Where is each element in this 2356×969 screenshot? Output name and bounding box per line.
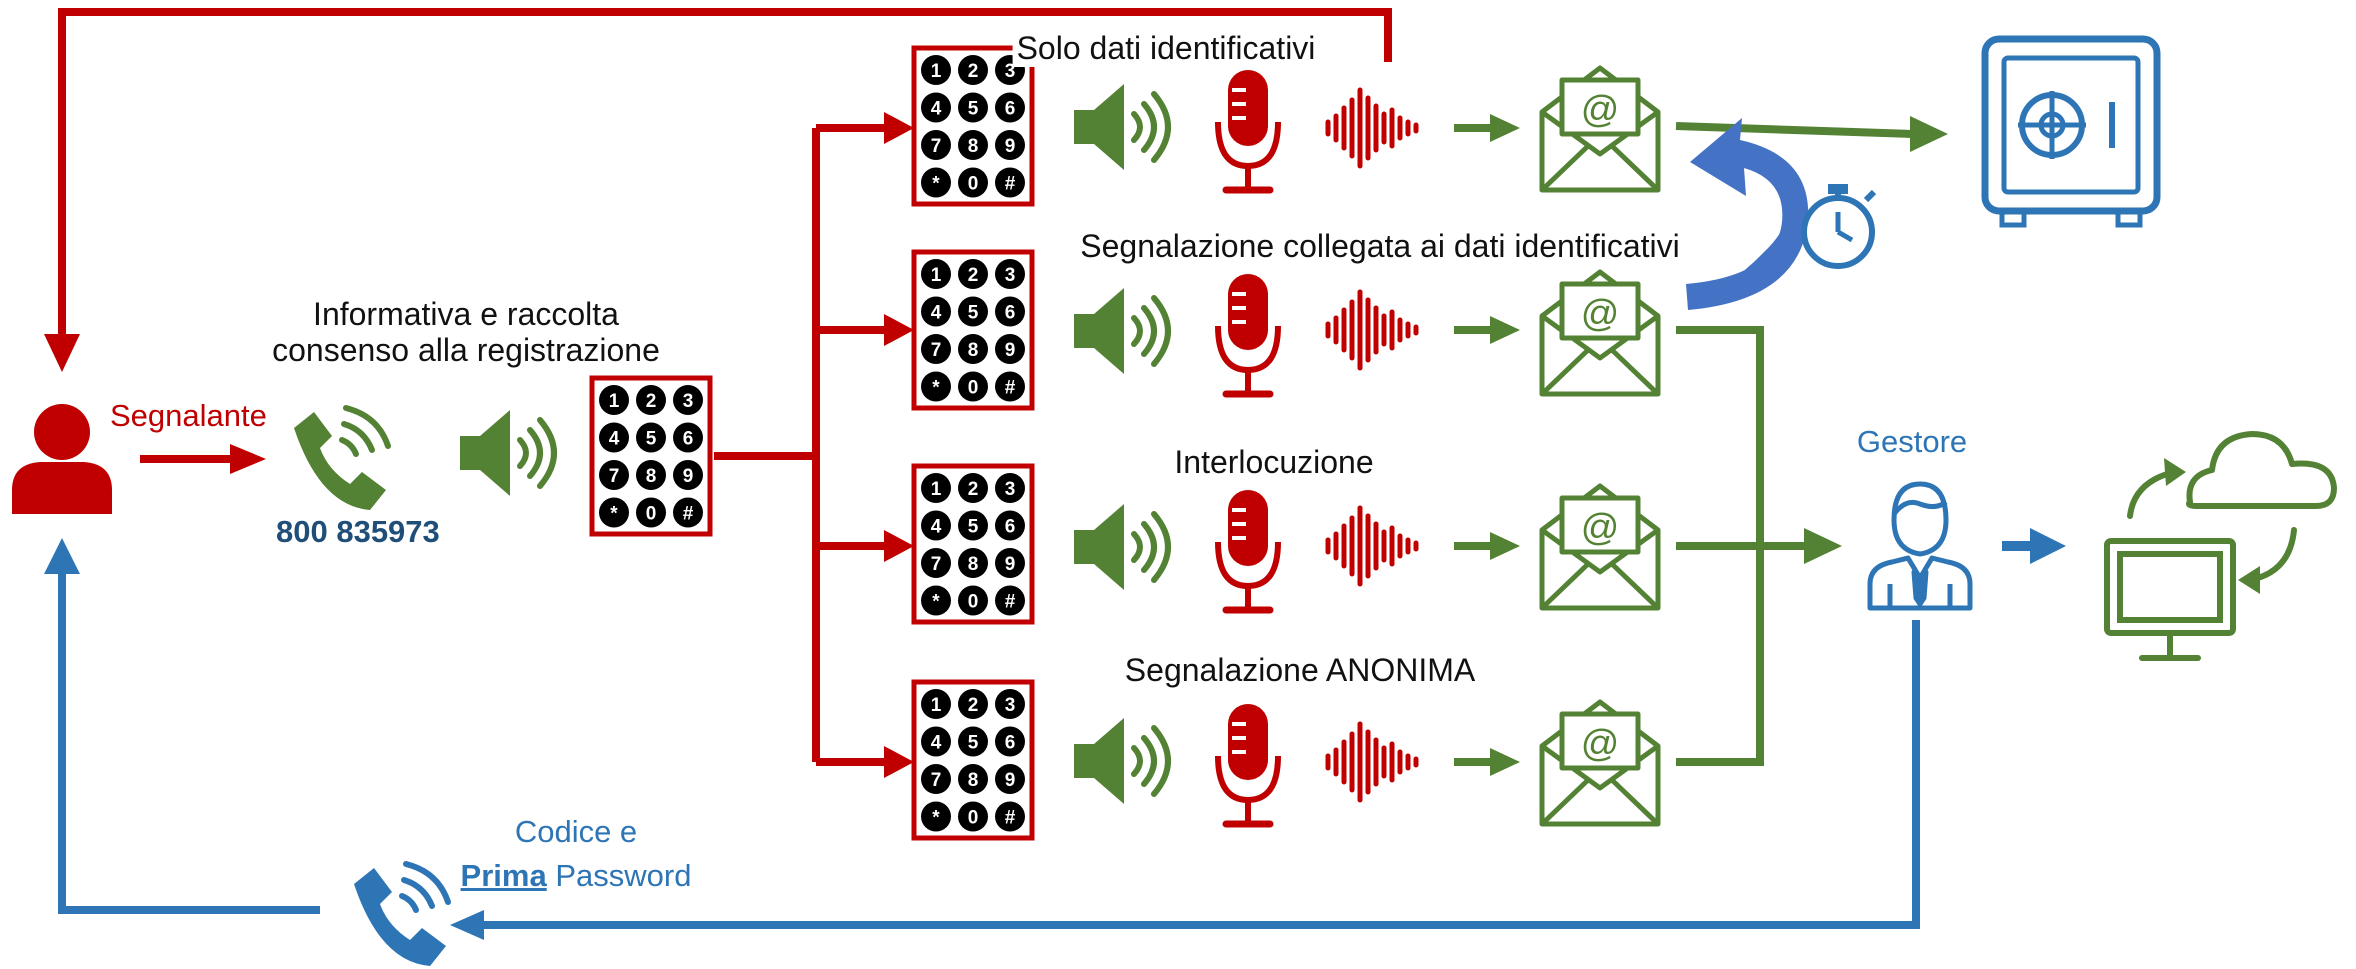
keypad-icon — [914, 466, 1032, 622]
branch2-label: Segnalazione collegata ai dati identific… — [1080, 228, 1680, 264]
arrow-to-safe — [1675, 122, 1913, 138]
email-icon — [1542, 702, 1658, 824]
sound-wave-icon — [1328, 90, 1416, 166]
segnalante-label: Segnalante — [110, 398, 267, 433]
email-icon — [1542, 68, 1658, 190]
phone-icon — [354, 861, 451, 966]
phone-icon — [294, 405, 391, 510]
cloud-sync-icon — [2127, 431, 2337, 594]
microphone-icon — [1218, 490, 1278, 610]
person-icon — [12, 404, 112, 514]
prima-word: Prima — [460, 858, 547, 893]
keypad-icon — [914, 252, 1032, 408]
keypad-icon — [914, 682, 1032, 838]
microphone-icon — [1218, 70, 1278, 190]
bottom-return-arrow-right — [480, 620, 1920, 929]
speaker-icon — [460, 410, 554, 496]
informativa-line2: consenso alla registrazione — [272, 332, 660, 368]
speaker-icon — [1074, 288, 1168, 374]
email-icon — [1542, 272, 1658, 394]
password-word: Password — [555, 858, 692, 893]
manager-icon — [1867, 481, 1973, 611]
speaker-icon — [1074, 718, 1168, 804]
codice-line1: Codice e — [514, 814, 638, 849]
branch1-label: Solo dati identificativi — [1012, 30, 1320, 67]
sound-wave-icon — [1328, 508, 1416, 584]
sound-wave-icon — [1328, 724, 1416, 800]
safe-icon — [1981, 35, 2161, 228]
computer-icon — [2104, 538, 2236, 661]
speaker-icon — [1074, 504, 1168, 590]
microphone-icon — [1218, 274, 1278, 394]
email-icon — [1542, 486, 1658, 608]
microphone-icon — [1218, 704, 1278, 824]
codice-line2: Prima Password — [461, 858, 692, 894]
keypad-icon — [592, 378, 710, 534]
keypad-icon — [914, 48, 1032, 204]
branch4-label: Segnalazione ANONIMA — [1124, 652, 1476, 688]
phone-number: 800 835973 — [276, 514, 440, 549]
sound-wave-icon — [1328, 292, 1416, 368]
stopwatch-icon — [1801, 184, 1877, 269]
branch3-label: Interlocuzione — [1174, 444, 1374, 480]
bottom-return-arrow-left — [58, 572, 320, 914]
top-return-arrow — [58, 8, 1392, 336]
speaker-icon — [1074, 84, 1168, 170]
informativa-line1: Informativa e raccolta — [313, 296, 619, 332]
gestore-label: Gestore — [1856, 424, 1968, 459]
